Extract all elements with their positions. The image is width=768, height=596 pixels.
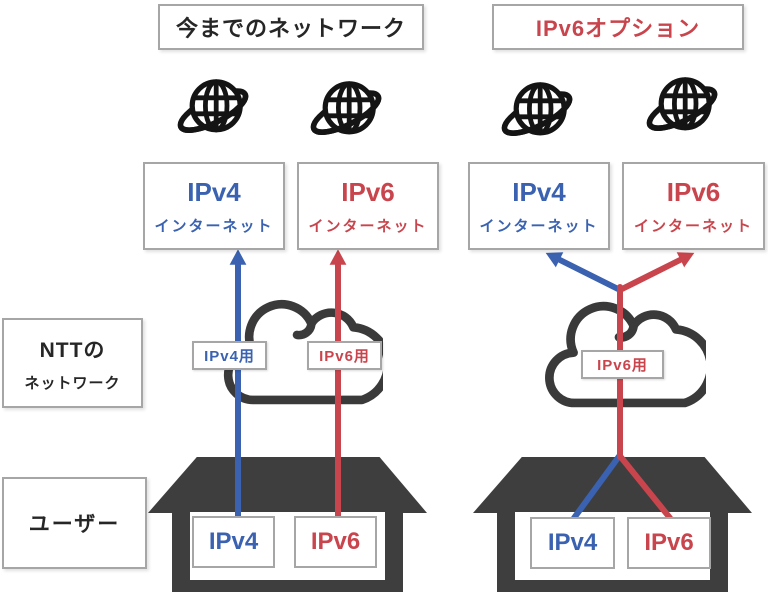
option-ipv6-branch-up [617, 252, 695, 293]
legacy-ipv6-internet-box: IPv6 インターネット [297, 162, 439, 250]
globe-with-orbit-icon [173, 72, 253, 146]
option-house-ipv6-box: IPv6 [627, 517, 711, 569]
ipv6-option-title: IPv6オプション [492, 4, 744, 50]
ipv4-channel-label: IPv4用 [192, 341, 267, 370]
internet-label: インターネット [633, 217, 753, 235]
protocol-label: IPv4 [187, 177, 241, 208]
option-house-ipv4-box: IPv4 [530, 517, 615, 569]
protocol-label: IPv6 [341, 177, 395, 208]
globe-with-orbit-icon [497, 75, 577, 149]
protocol-label: IPv6 [666, 177, 721, 208]
globe-with-orbit-icon [306, 74, 386, 148]
option-ipv6-internet-box: IPv6 インターネット [622, 162, 765, 250]
ipv6-channel-label: IPv6用 [307, 341, 382, 370]
user-label-text: ユーザー [28, 513, 121, 536]
ipv6-channel-label: IPv6用 [581, 350, 664, 379]
internet-label: インターネット [308, 217, 428, 235]
house-ipv6-text: IPv6 [310, 528, 361, 555]
legacy-house-ipv4-box: IPv4 [192, 516, 275, 568]
house-roof [473, 457, 752, 513]
option-ipv4-internet-box: IPv4 インターネット [468, 162, 610, 250]
ntt-label-line1: NTTの [39, 338, 106, 362]
legacy-house-ipv6-box: IPv6 [294, 516, 377, 568]
protocol-label: IPv4 [512, 177, 566, 208]
internet-label: インターネット [154, 217, 274, 235]
house-icon [148, 455, 427, 592]
ipv6-option-title-text: IPv6オプション [535, 16, 701, 41]
ipv4-channel-label-text: IPv4用 [204, 348, 255, 365]
house-ipv6-text: IPv6 [644, 529, 694, 556]
legacy-network-title-text: 今までのネットワーク [175, 16, 406, 41]
legacy-ipv4-internet-box: IPv4 インターネット [143, 162, 285, 250]
user-row-label: ユーザー [2, 477, 147, 569]
internet-label: インターネット [479, 217, 599, 235]
globe-with-orbit-icon [642, 70, 722, 144]
house-ipv4-text: IPv4 [547, 529, 598, 556]
house-roof [148, 457, 427, 513]
ipv6-channel-label-text: IPv6用 [597, 357, 648, 374]
option-ipv4-branch-up [545, 252, 623, 293]
ntt-network-row-label: NTTの ネットワーク [2, 318, 143, 408]
ipv6-channel-label-text: IPv6用 [319, 348, 370, 365]
ntt-label-line2: ネットワーク [24, 374, 121, 392]
house-ipv4-text: IPv4 [208, 528, 259, 555]
legacy-network-title: 今までのネットワーク [158, 4, 424, 50]
